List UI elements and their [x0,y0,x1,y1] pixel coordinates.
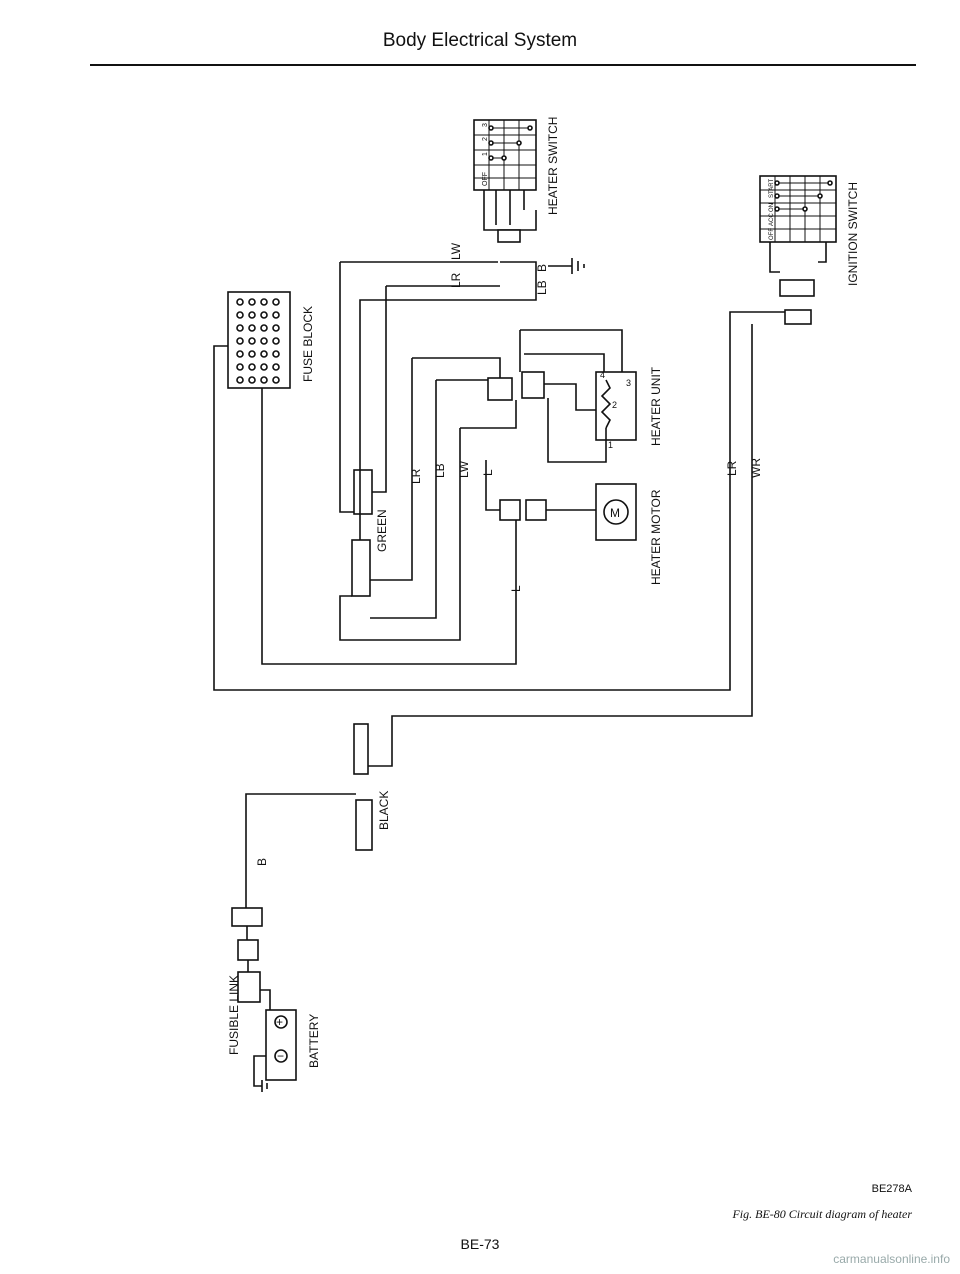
wiring [213,258,785,1092]
heater-motor-label: HEATER MOTOR [649,489,663,585]
fuse-terminal [248,350,256,358]
fuse-terminal [260,298,268,306]
wire-label-l-low: L [509,585,523,592]
heater-motor: M [595,483,637,541]
fuse-terminal [236,376,244,384]
wire-label-lr-top: LR [449,272,463,288]
fuse-terminal [272,337,280,345]
fuse-terminal [236,363,244,371]
heater-unit [595,371,637,441]
fuse-terminal [260,324,268,332]
heater-motor-connector-b [525,499,547,521]
heater-unit-connector-b [521,371,545,399]
wire-label-b-low: B [255,858,269,866]
fuse-terminal [272,324,280,332]
ignition-pos-start: START [769,179,775,198]
fuse-terminal [272,363,280,371]
fuse-terminal [248,376,256,384]
resistor-terminal-2: 2 [612,400,617,410]
heater-switch-label: HEATER SWITCH [546,117,560,215]
fuse-terminal [248,363,256,371]
resistor-terminal-3: 3 [626,378,631,388]
green-connector-a [353,469,373,515]
fuse-terminal [272,350,280,358]
green-connector-b [351,539,371,597]
wire-label-l-mid: L [481,469,495,476]
fuse-terminal [260,350,268,358]
fusible-link [231,907,263,1003]
page-number: BE-73 [460,1236,500,1252]
heater-switch-pos-3: 3 [482,123,489,127]
ignition-pos-off: OFF [769,228,775,240]
ignition-switch-label: IGNITION SWITCH [846,182,860,286]
battery: + − [265,1009,297,1081]
fuse-terminal [260,376,268,384]
fuse-block [227,291,291,389]
resistor-terminal-4: 4 [600,370,605,380]
header-rule [90,64,916,66]
fuse-terminal [236,298,244,306]
ignition-switch [759,175,837,325]
figure-caption: Fig. BE-80 Circuit diagram of heater [732,1207,912,1221]
wire-label-b-top: B [535,264,549,272]
resistor-terminal-1: 1 [608,440,613,450]
wire-label-lb-top: LB [535,280,549,295]
fuse-terminal [248,298,256,306]
fuse-terminal [236,350,244,358]
battery-label: BATTERY [307,1014,321,1068]
wire-label-lb-mid: LB [433,463,447,478]
heater-unit-label: HEATER UNIT [649,366,663,446]
fuse-terminal [260,311,268,319]
footer-watermark: carmanualsonline.info [833,1252,950,1266]
fuse-terminal [248,337,256,345]
fuse-terminal [236,324,244,332]
fuse-terminal [260,337,268,345]
fuse-terminal [272,311,280,319]
svg-text:−: − [277,1049,284,1063]
fuse-terminal [272,298,280,306]
ignition-pos-on: ON [769,203,775,212]
green-label: GREEN [375,509,389,552]
fuse-terminal [236,311,244,319]
fuse-terminal [248,324,256,332]
wire-label-lw-top: LW [449,242,463,260]
wire-label-lr-mid: LR [409,468,423,484]
heater-motor-connector-a [499,499,521,521]
page-header: Body Electrical System [382,30,578,51]
fusible-link-label: FUSIBLE LINK [227,975,241,1055]
black-label: BLACK [377,791,391,830]
fuse-terminal [236,337,244,345]
fuse-block-label: FUSE BLOCK [301,306,315,382]
wire-label-lw-mid: LW [457,460,471,478]
figure-code: BE278A [871,1183,912,1195]
fuse-terminal [260,363,268,371]
heater-switch-pos-2: 2 [482,137,489,141]
heater-switch [473,119,537,243]
wire-label-wr-right: WR [749,458,763,478]
heater-switch-pos-1: 1 [482,152,489,156]
black-connector-a [353,723,369,775]
fuse-terminal [272,376,280,384]
heater-switch-pos-off: OFF [482,172,489,186]
svg-text:+: + [276,1015,283,1029]
heater-unit-connector-a [487,377,513,401]
fuse-terminal [248,311,256,319]
svg-text:M: M [610,506,620,520]
ignition-pos-acc: ACC [769,213,775,226]
wire-label-lr-right: LR [725,460,739,476]
black-connector-b [355,799,373,851]
